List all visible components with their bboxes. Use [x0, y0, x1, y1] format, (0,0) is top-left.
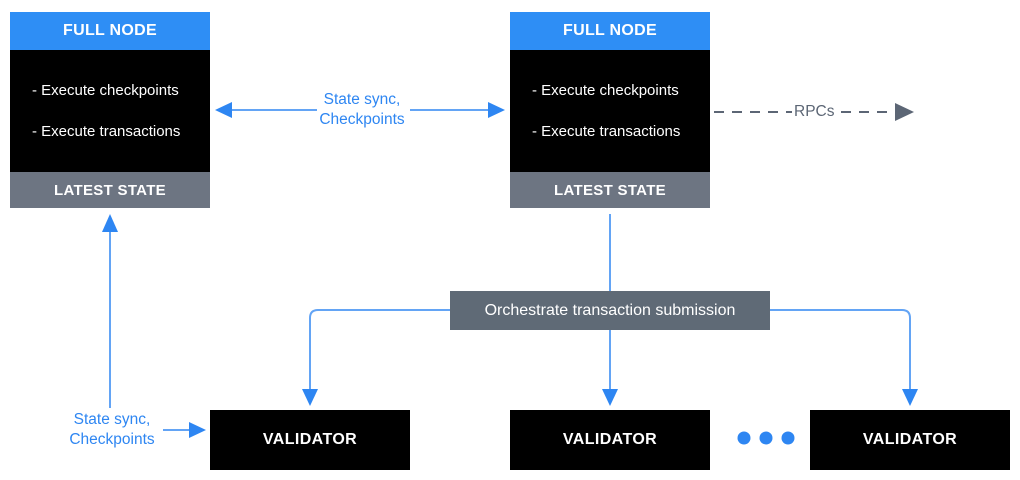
state-sync-bottom-left-label: State sync, Checkpoints — [69, 411, 155, 448]
full-node-1-title: FULL NODE — [10, 12, 210, 50]
full-node-2: FULL NODE - Execute checkpoints - Execut… — [510, 12, 710, 208]
orchestrator-to-validator-2-arrow — [602, 330, 618, 406]
rpc-dashed-arrow-icon — [714, 103, 914, 121]
full-node-1-item-execute-transactions: - Execute transactions — [32, 123, 181, 140]
full-node-2-body: - Execute checkpoints - Execute transact… — [510, 50, 710, 172]
validator-1-box: VALIDATOR — [210, 410, 410, 470]
full-node-1-latest-state: LATEST STATE — [10, 172, 210, 208]
full-node-2-title: FULL NODE — [510, 12, 710, 50]
state-sync-center-label: State sync, Checkpoints — [319, 91, 405, 128]
state-sync-double-arrow-icon — [215, 102, 505, 118]
validator-2-box: VALIDATOR — [510, 410, 710, 470]
state-sync-right-arrow-icon — [163, 422, 206, 438]
full-node-1: FULL NODE - Execute checkpoints - Execut… — [10, 12, 210, 208]
validator-3-box: VALIDATOR — [810, 410, 1010, 470]
full-node-2-latest-state: LATEST STATE — [510, 172, 710, 208]
state-sync-up-arrow-icon — [102, 214, 118, 408]
orchestrate-transaction-submission-box: Orchestrate transaction submission — [450, 291, 770, 330]
full-node-1-body: - Execute checkpoints - Execute transact… — [10, 50, 210, 172]
ellipsis-dots-icon — [737, 431, 795, 445]
orchestrator-to-validator-3-arrow — [770, 309, 918, 406]
full-node-2-item-execute-transactions: - Execute transactions — [532, 123, 681, 140]
rpcs-label: RPCs — [794, 103, 835, 120]
full-node-1-item-execute-checkpoints: - Execute checkpoints — [32, 82, 179, 99]
orchestrator-to-validator-1-arrow — [302, 309, 450, 406]
full-node-2-item-execute-checkpoints: - Execute checkpoints — [532, 82, 679, 99]
